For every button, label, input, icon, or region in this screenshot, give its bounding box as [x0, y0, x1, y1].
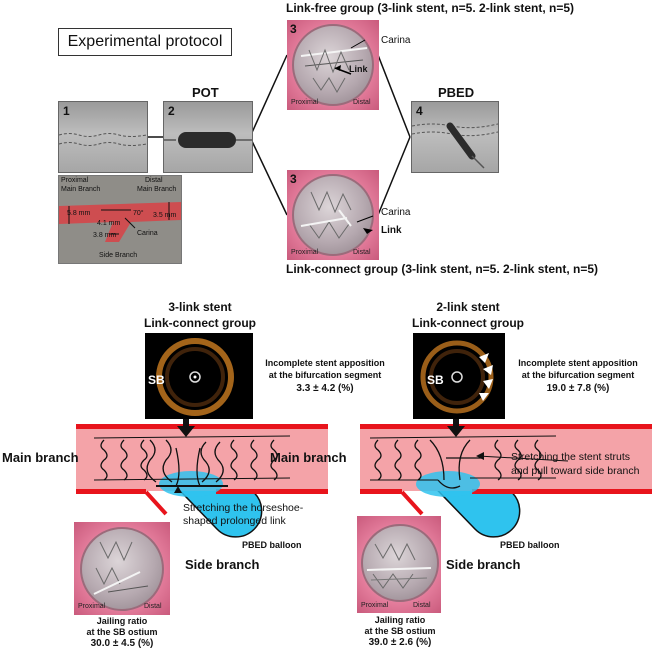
step-1-number: 1 [63, 104, 70, 118]
model-main-branch-left: Main Branch [61, 186, 101, 193]
protocol-box: Experimental protocol [58, 28, 232, 56]
bifurcation-model-photo: Proximal Distal Main Branch Main Branch … [58, 175, 182, 264]
step-3-link-free-endoscope: 3 Link Proximal Distal [287, 20, 379, 110]
link-connect-link-label: Link [381, 225, 402, 236]
left-vessel-top-wall [76, 424, 328, 429]
link-connect-carina-label: Carina [381, 207, 411, 218]
right-title-1: 2-link stent [436, 300, 500, 314]
model-diameter-2: 4.1 mm [97, 220, 121, 227]
step-4-xray: 4 [411, 101, 499, 173]
right-stretch-line-1: Stretching the stent struts [511, 451, 631, 463]
right-side-branch-label: Side branch [446, 557, 521, 572]
right-jail-proximal: Proximal [361, 602, 389, 609]
link-connect-proximal: Proximal [291, 249, 319, 256]
model-main-branch-right: Main Branch [137, 186, 177, 193]
step-2-number: 2 [168, 104, 175, 118]
model-angle: 70° [133, 210, 144, 217]
step-3b-number: 3 [290, 172, 297, 186]
link-free-link-label: Link [349, 64, 368, 74]
link-free-distal: Distal [353, 99, 371, 106]
left-vessel-bottom-wall-b [216, 489, 328, 494]
right-isa-line-2: at the bifurcation segment [521, 370, 635, 380]
right-vessel-top-wall [360, 424, 652, 429]
right-vessel-bottom-wall-b [472, 489, 652, 494]
link-free-proximal: Proximal [291, 99, 319, 106]
link-connect-title: Link-connect group (3-link stent, n=5. 2… [286, 262, 599, 276]
right-jail-distal: Distal [413, 602, 431, 609]
right-isa-line-1: Incomplete stent apposition [518, 358, 638, 368]
right-stretch-line-2: and pull toward side branch [511, 465, 640, 477]
step-3a-number: 3 [290, 22, 297, 36]
left-isa-line-2: at the bifurcation segment [268, 370, 382, 380]
left-side-branch-label: Side branch [185, 557, 260, 572]
model-diameter-1: 5.8 mm [67, 210, 91, 217]
right-sb-label: SB [427, 373, 444, 387]
right-jailing-endoscope: Proximal Distal [357, 516, 441, 613]
link-free-carina-label: Carina [381, 35, 411, 46]
step-2-xray: 2 [163, 101, 253, 173]
pbed-label: PBED [438, 85, 475, 100]
model-diameter-4: 3.8 mm [93, 232, 117, 239]
model-carina: Carina [137, 230, 158, 237]
left-jailing-endoscope: Proximal Distal [74, 522, 170, 615]
left-jail-proximal: Proximal [78, 603, 106, 610]
right-vessel-bottom-wall-a [360, 489, 402, 494]
left-stretch-line-2: shaped prolonged link [183, 515, 286, 527]
left-jail-distal: Distal [144, 603, 162, 610]
right-jail-line-2: at the SB ostium [364, 626, 436, 636]
left-isa-line-1: Incomplete stent apposition [265, 358, 385, 368]
left-oct-image: SB [145, 333, 253, 419]
right-isa-value: 19.0 ± 7.8 (%) [546, 383, 610, 394]
left-pbed-balloon [170, 443, 263, 538]
link-connect-distal: Distal [353, 249, 371, 256]
right-jail-line-1: Jailing ratio [374, 615, 426, 625]
model-proximal: Proximal [61, 177, 89, 184]
left-jail-line-2: at the SB ostium [86, 627, 158, 637]
step-1-xray: 1 [58, 101, 148, 173]
left-jail-line-1: Jailing ratio [96, 616, 148, 626]
link-free-title: Link-free group (3-link stent, n=5. 2-li… [286, 1, 575, 15]
right-pbed-balloon-label: PBED balloon [500, 540, 560, 550]
left-stretch-line-1: Stretching the horseshoe- [183, 502, 304, 514]
model-diameter-3: 3.5 mm [153, 212, 177, 219]
left-vessel-bottom-wall-a [76, 489, 146, 494]
right-sb-wall-edge [400, 490, 424, 516]
left-jail-value: 30.0 ± 4.5 (%) [90, 638, 154, 649]
left-title-1: 3-link stent [168, 300, 232, 314]
right-main-branch-label: Main branch [270, 450, 347, 465]
left-isa-value: 3.3 ± 4.2 (%) [296, 383, 354, 394]
pot-label: POT [192, 85, 219, 100]
right-title-2: Link-connect group [412, 316, 524, 330]
left-main-branch-label: Main branch [2, 450, 79, 465]
model-distal: Distal [145, 177, 163, 184]
step-4-number: 4 [416, 104, 423, 118]
left-pbed-balloon-label: PBED balloon [242, 540, 302, 550]
left-sb-label: SB [148, 373, 165, 387]
left-title-2: Link-connect group [144, 316, 256, 330]
right-jail-value: 39.0 ± 2.6 (%) [368, 637, 432, 648]
right-oct-image: SB [413, 333, 505, 419]
model-side-branch: Side Branch [99, 252, 138, 259]
left-sb-wall-edge [144, 490, 168, 516]
step-3-link-connect-endoscope: 3 Proximal Distal [287, 170, 379, 260]
